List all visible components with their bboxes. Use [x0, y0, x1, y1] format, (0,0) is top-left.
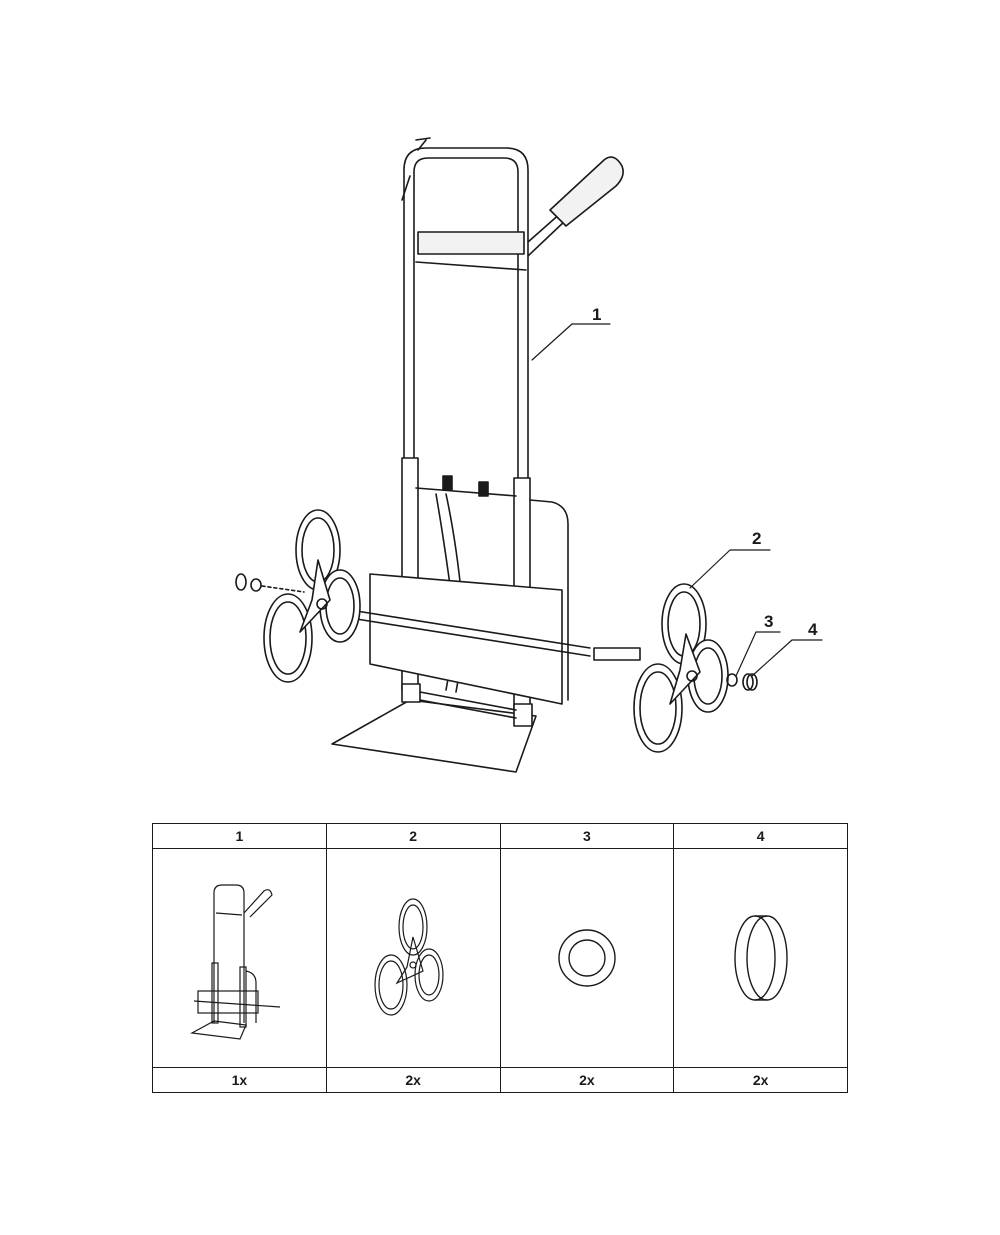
parts-header-row: 1 2 3 4: [152, 823, 848, 849]
part-number-4: 4: [673, 823, 848, 849]
part-number-2: 2: [325, 823, 501, 849]
callout-4: 4: [808, 620, 818, 639]
parts-image-row: [152, 848, 848, 1068]
left-washer-and-cap: [235, 573, 305, 593]
right-tri-star-wheel: [633, 583, 729, 753]
part-quantity-3: 2x: [499, 1067, 675, 1093]
part-image-cell-1: [152, 848, 327, 1068]
callout-1: 1: [592, 305, 601, 324]
part-image-cell-2: [325, 848, 501, 1068]
part-number-1: 1: [152, 823, 327, 849]
tri-star-wheel-thumbnail: [374, 898, 444, 1016]
part-number-3: 3: [499, 823, 675, 849]
part-quantity-4: 2x: [673, 1067, 848, 1093]
part-image-cell-4: [673, 848, 848, 1068]
hand-truck-frame-thumbnail: [190, 884, 281, 1040]
leader-lines: [531, 323, 823, 677]
left-tri-star-wheel: [263, 509, 361, 683]
callout-3: 3: [764, 612, 773, 631]
parts-list-table: 1 2 3 4: [152, 823, 848, 1093]
part-quantity-1: 1x: [152, 1067, 327, 1093]
hand-truck-frame: [331, 137, 641, 773]
callout-2: 2: [752, 529, 761, 548]
axle-cap-thumbnail: [733, 915, 788, 1001]
washer: [726, 673, 738, 687]
part-quantity-2: 2x: [325, 1067, 501, 1093]
part-image-cell-3: [499, 848, 675, 1068]
exploded-view-diagram: 1 2 3 4: [235, 137, 823, 773]
axle-cap: [742, 673, 758, 691]
parts-quantity-row: 1x 2x 2x 2x: [152, 1067, 848, 1093]
washer-thumbnail: [558, 929, 616, 987]
